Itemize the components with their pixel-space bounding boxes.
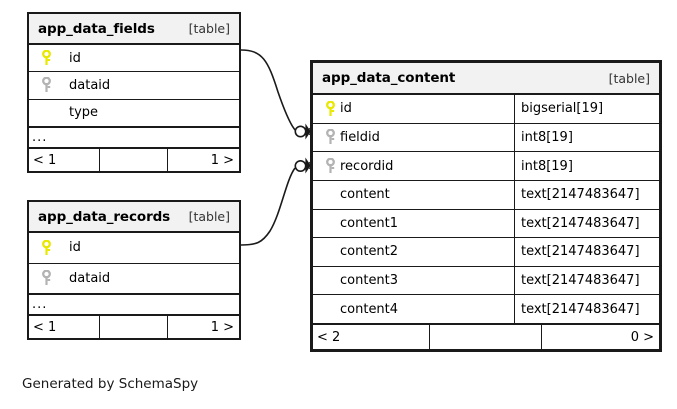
outgoing-relationship-count: 1 > [210, 152, 234, 168]
column-name-cell: content1 [313, 210, 514, 238]
column-row[interactable]: content text[2147483647] [313, 180, 659, 210]
entity-header: app_data_fields [table] [29, 14, 239, 45]
column-type: bigserial[19] [521, 101, 604, 117]
cardinality-zero-marker [294, 160, 307, 173]
column-type-cell: text[2147483647] [514, 180, 659, 209]
truncated-columns-indicator: ... [29, 126, 239, 147]
entity-title: app_data_fields [38, 20, 155, 37]
entity-title: app_data_content [322, 70, 456, 86]
column-name-cell: content2 [313, 238, 514, 266]
column-name: recordid [340, 158, 394, 174]
column-row[interactable]: content4 text[2147483647] [313, 295, 659, 323]
foreign-key-icon [320, 129, 340, 145]
entity-kind-label: [table] [188, 21, 230, 36]
foreign-key-icon [36, 270, 56, 286]
column-row[interactable]: dataid [29, 264, 239, 294]
column-name-cell: type [29, 100, 239, 126]
footer-spacer [99, 149, 168, 171]
column-name-cell: fieldid [313, 124, 514, 152]
column-name-cell: id [29, 233, 239, 263]
column-type: text[2147483647] [521, 301, 640, 317]
column-type-cell: text[2147483647] [514, 209, 659, 238]
primary-key-icon [36, 239, 56, 256]
column-name: id [69, 50, 81, 66]
entity-app-data-records[interactable]: app_data_records [table] id [27, 200, 241, 340]
relationship-fields-to-content [240, 49, 313, 140]
column-type-cell: bigserial[19] [514, 95, 659, 123]
column-name: fieldid [340, 129, 380, 145]
entity-columns: id dataid [29, 233, 239, 293]
column-name-cell: dataid [29, 264, 239, 294]
column-name-cell: id [313, 95, 514, 123]
ellipsis-label: ... [32, 130, 48, 145]
entity-header: app_data_records [table] [29, 202, 239, 233]
primary-key-icon [320, 100, 340, 117]
entity-app-data-fields[interactable]: app_data_fields [table] id [27, 12, 241, 173]
incoming-relationship-count: < 1 [33, 319, 57, 335]
primary-key-icon [36, 50, 56, 66]
column-type: int8[19] [521, 158, 573, 174]
entity-footer: < 1 1 > [29, 147, 239, 171]
column-row[interactable]: recordid int8[19] [313, 152, 659, 181]
column-name: type [69, 105, 99, 121]
entity-app-data-content[interactable]: app_data_content [table] id bigseri [310, 60, 662, 352]
column-type-cell: text[2147483647] [514, 295, 659, 323]
outgoing-relationship-count: 1 > [210, 319, 234, 335]
outgoing-relationship-count: 0 > [630, 329, 655, 345]
entity-title: app_data_records [38, 208, 171, 225]
cardinality-zero-marker [294, 125, 307, 138]
incoming-relationship-count: < 2 [317, 329, 341, 345]
entity-columns: id bigserial[19] fieldid [313, 95, 659, 323]
column-name: content1 [340, 215, 399, 231]
footer-spacer [99, 316, 168, 338]
generator-caption: Generated by SchemaSpy [22, 376, 199, 392]
entity-kind-label: [table] [608, 70, 650, 86]
entity-kind-label: [table] [188, 209, 230, 224]
column-type-cell: int8[19] [514, 123, 659, 152]
column-name-cell: content3 [313, 267, 514, 295]
truncated-columns-indicator: ... [29, 293, 239, 314]
column-type: text[2147483647] [521, 273, 640, 289]
column-name: content [340, 187, 390, 203]
column-type: int8[19] [521, 129, 573, 145]
entity-footer: < 2 0 > [313, 323, 659, 349]
column-name-cell: dataid [29, 72, 239, 98]
column-name: content4 [340, 301, 399, 317]
foreign-key-icon [36, 77, 56, 93]
column-type-cell: int8[19] [514, 152, 659, 180]
column-type: text[2147483647] [521, 215, 640, 231]
column-type-cell: text[2147483647] [514, 266, 659, 295]
column-row[interactable]: id bigserial[19] [313, 95, 659, 124]
column-row[interactable]: content1 text[2147483647] [313, 209, 659, 239]
column-name: id [69, 240, 81, 256]
column-row[interactable]: content3 text[2147483647] [313, 266, 659, 296]
column-type-cell: text[2147483647] [514, 238, 659, 266]
column-row[interactable]: type [29, 100, 239, 126]
column-row[interactable]: fieldid int8[19] [313, 123, 659, 153]
footer-spacer [428, 325, 543, 349]
column-name-cell: id [29, 45, 239, 71]
column-row[interactable]: content2 text[2147483647] [313, 238, 659, 267]
entity-footer: < 1 1 > [29, 314, 239, 338]
column-type: text[2147483647] [521, 244, 640, 260]
ellipsis-label: ... [32, 297, 48, 312]
column-name: content3 [340, 273, 399, 289]
column-row[interactable]: dataid [29, 72, 239, 100]
entity-columns: id dataid [29, 45, 239, 126]
incoming-relationship-count: < 1 [33, 152, 57, 168]
foreign-key-icon [320, 158, 340, 174]
column-type: text[2147483647] [521, 187, 640, 203]
column-name: dataid [69, 77, 111, 93]
column-name: dataid [69, 270, 111, 286]
entity-header: app_data_content [table] [313, 63, 659, 95]
column-name: content2 [340, 244, 399, 260]
column-row[interactable]: id [29, 233, 239, 264]
column-name-cell: content [313, 181, 514, 209]
column-row[interactable]: id [29, 45, 239, 73]
column-name-cell: recordid [313, 152, 514, 180]
column-name-cell: content4 [313, 295, 514, 323]
column-name: id [340, 101, 352, 117]
relationship-records-to-content [240, 157, 313, 246]
